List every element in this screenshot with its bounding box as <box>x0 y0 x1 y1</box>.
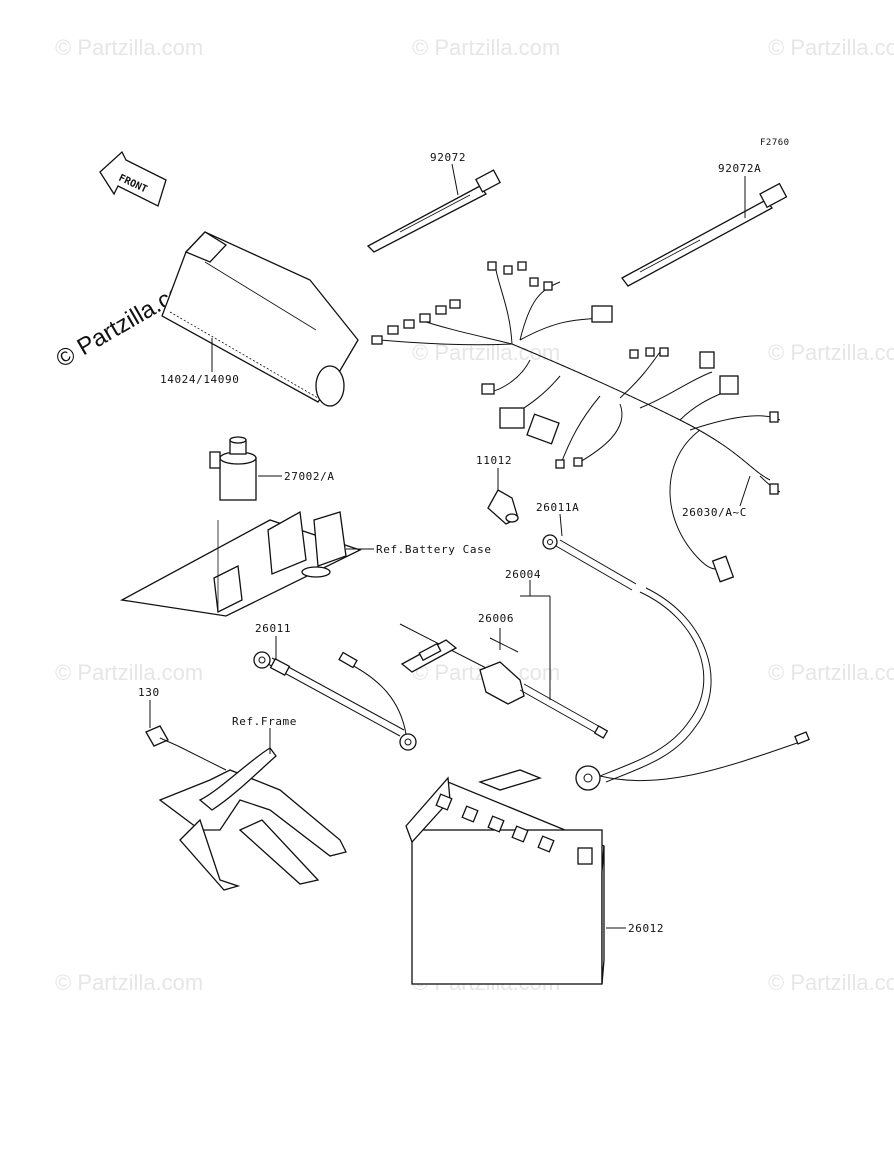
diagram-code: F2760 <box>760 138 790 148</box>
part-label-26006: 26006 <box>478 612 514 625</box>
watermark: © Partzilla.com <box>768 970 894 995</box>
main-wiring-harness <box>371 261 781 583</box>
part-label-26011: 26011 <box>255 622 291 635</box>
watermark: © Partzilla.com <box>768 340 894 365</box>
battery-cable-long <box>542 534 810 791</box>
watermark: © Partzilla.com <box>55 35 203 60</box>
cable-tie-small <box>366 169 501 253</box>
ref-label-battery-case: Ref.Battery Case <box>376 543 492 556</box>
watermark: © Partzilla.com <box>768 35 894 60</box>
cable-tie-large <box>621 182 788 287</box>
watermark-grid: © Partzilla.com © Partzilla.com © Partzi… <box>55 35 894 995</box>
part-label-130: 130 <box>138 686 160 699</box>
watermark: © Partzilla.com <box>55 970 203 995</box>
part-label-26012: 26012 <box>628 922 664 935</box>
part-label-14024: 14024/14090 <box>160 373 239 386</box>
watermark: © Partzilla.com <box>768 660 894 685</box>
ref-label-frame: Ref.Frame <box>232 715 297 728</box>
frame-section <box>158 745 347 891</box>
leader-line <box>559 513 563 537</box>
part-label-11012: 11012 <box>476 454 512 467</box>
relay <box>209 436 257 501</box>
terminal-cap <box>487 489 519 525</box>
leader-line <box>739 475 751 507</box>
part-label-27002: 27002/A <box>284 470 335 483</box>
watermark: © Partzilla.com <box>55 660 203 685</box>
bolt <box>145 725 179 747</box>
part-label-26011a: 26011A <box>536 501 579 514</box>
battery-cable-short <box>253 651 417 751</box>
front-arrow-icon: FRONT <box>99 150 167 207</box>
part-label-26004: 26004 <box>505 568 541 581</box>
watermark: © Partzilla.com <box>412 35 560 60</box>
battery-case-bracket <box>119 510 362 617</box>
rubber-cover <box>161 231 359 407</box>
part-label-92072a: 92072A <box>718 162 761 175</box>
leader-line <box>451 163 459 196</box>
part-label-26030: 26030/A~C <box>682 506 747 519</box>
fuse-holder <box>399 623 609 739</box>
battery <box>405 769 605 985</box>
part-label-92072: 92072 <box>430 151 466 164</box>
